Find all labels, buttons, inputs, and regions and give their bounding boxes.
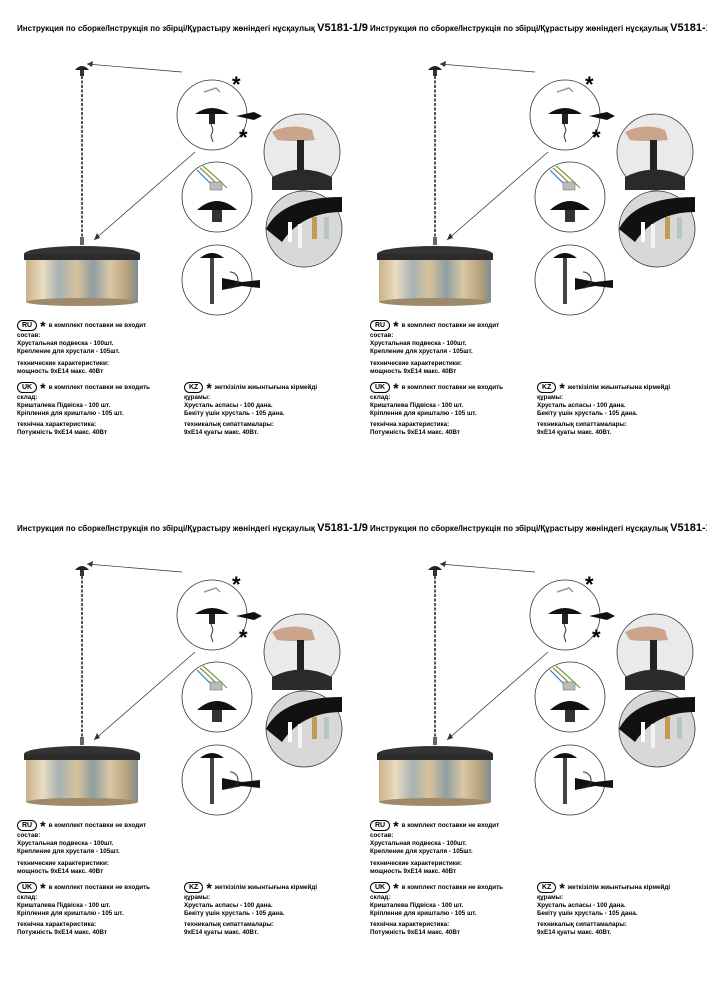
instruction-panel: Инструкция по сборке/Інструкція по збірц…: [12, 522, 368, 982]
instruction-panel: Инструкция по сборке/Інструкція по збірц…: [12, 22, 368, 482]
uk-badge: UK: [370, 382, 391, 393]
model-code: V5181-1/9: [670, 522, 707, 534]
ru-note: RU*в комплект поставки не входит: [17, 818, 146, 834]
kz-spec: құрамы:Хрусталь аспасы - 100 дана.Бекіту…: [184, 894, 285, 917]
uk-spec: склад:Кришталева Підвіска - 100 шт.Кріпл…: [17, 394, 124, 417]
ru-badge: RU: [370, 820, 391, 831]
model-code: V5181-1/9: [317, 522, 368, 534]
uk-tech: технічна характеристика:Потужність 9хЕ14…: [370, 421, 460, 436]
asterisk-icon: *: [40, 880, 46, 896]
ru-badge: RU: [17, 820, 38, 831]
uk-note: UK*в комплект поставки не входить: [17, 880, 150, 896]
kz-tech: техникалық сипаттамалары:9хЕ14 қуаты мак…: [537, 921, 627, 936]
kz-tech: техникалық сипаттамалары:9хЕ14 қуаты мак…: [184, 921, 274, 936]
kz-badge: KZ: [537, 882, 557, 893]
uk-tech: технічна характеристика:Потужність 9хЕ14…: [17, 921, 107, 936]
kz-badge: KZ: [537, 382, 557, 393]
kz-spec: құрамы:Хрусталь аспасы - 100 дана.Бекіту…: [537, 394, 638, 417]
kz-badge: KZ: [184, 382, 204, 393]
model-code: V5181-1/9: [670, 22, 707, 34]
uk-spec: склад:Кришталева Підвіска - 100 шт.Кріпл…: [17, 894, 124, 917]
panel-title: Инструкция по сборке/Інструкція по збірц…: [370, 22, 707, 34]
model-code: V5181-1/9: [317, 22, 368, 34]
uk-note: UK*в комплект поставки не входить: [370, 880, 503, 896]
kz-note: KZ*жеткізілім жиынтығына кірмейді: [537, 380, 670, 396]
ru-badge: RU: [370, 320, 391, 331]
ru-tech: технические характеристики:мощность 9хЕ1…: [370, 860, 462, 875]
ru-note: RU*в комплект поставки не входит: [370, 818, 499, 834]
uk-badge: UK: [17, 882, 38, 893]
uk-spec: склад:Кришталева Підвіска - 100 шт.Кріпл…: [370, 894, 477, 917]
ru-tech: технические характеристики:мощность 9хЕ1…: [370, 360, 462, 375]
kz-tech: техникалық сипаттамалары:9хЕ14 қуаты мак…: [184, 421, 274, 436]
asterisk-icon: *: [206, 880, 212, 896]
asterisk-icon: *: [393, 318, 399, 334]
ru-tech: технические характеристики:мощность 9хЕ1…: [17, 860, 109, 875]
assembly-illustration: [23, 60, 343, 316]
kz-note: KZ*жеткізілім жиынтығына кірмейді: [184, 880, 317, 896]
ru-tech: технические характеристики:мощность 9хЕ1…: [17, 360, 109, 375]
asterisk-icon: *: [40, 380, 46, 396]
ru-spec: состав:Хрустальная подвеска - 100шт.Креп…: [370, 332, 473, 355]
assembly-illustration: [376, 560, 696, 816]
asterisk-icon: *: [393, 880, 399, 896]
instruction-panel: Инструкция по сборке/Інструкція по збірц…: [365, 522, 707, 982]
asterisk-icon: *: [393, 380, 399, 396]
kz-badge: KZ: [184, 882, 204, 893]
asterisk-icon: *: [559, 880, 565, 896]
uk-note: UK*в комплект поставки не входить: [370, 380, 503, 396]
panel-title: Инструкция по сборке/Інструкція по збірц…: [17, 522, 368, 534]
uk-badge: UK: [370, 882, 391, 893]
panel-title: Инструкция по сборке/Інструкція по збірц…: [370, 522, 707, 534]
assembly-illustration: [376, 60, 696, 316]
ru-note: RU*в комплект поставки не входит: [17, 318, 146, 334]
ru-note: RU*в комплект поставки не входит: [370, 318, 499, 334]
uk-note: UK*в комплект поставки не входить: [17, 380, 150, 396]
ru-spec: состав:Хрустальная подвеска - 100шт.Креп…: [17, 832, 120, 855]
assembly-illustration: [23, 560, 343, 816]
kz-tech: техникалық сипаттамалары:9хЕ14 қуаты мак…: [537, 421, 627, 436]
asterisk-icon: *: [40, 818, 46, 834]
ru-spec: состав:Хрустальная подвеска - 100шт.Креп…: [370, 832, 473, 855]
kz-note: KZ*жеткізілім жиынтығына кірмейді: [184, 380, 317, 396]
uk-spec: склад:Кришталева Підвіска - 100 шт.Кріпл…: [370, 394, 477, 417]
kz-note: KZ*жеткізілім жиынтығына кірмейді: [537, 880, 670, 896]
uk-badge: UK: [17, 382, 38, 393]
asterisk-icon: *: [559, 380, 565, 396]
instruction-panel: Инструкция по сборке/Інструкція по збірц…: [365, 22, 707, 482]
ru-badge: RU: [17, 320, 38, 331]
panel-title: Инструкция по сборке/Інструкція по збірц…: [17, 22, 368, 34]
asterisk-icon: *: [40, 318, 46, 334]
uk-tech: технічна характеристика:Потужність 9хЕ14…: [370, 921, 460, 936]
kz-spec: құрамы:Хрусталь аспасы - 100 дана.Бекіту…: [537, 894, 638, 917]
ru-spec: состав:Хрустальная подвеска - 100шт.Креп…: [17, 332, 120, 355]
kz-spec: құрамы:Хрусталь аспасы - 100 дана.Бекіту…: [184, 394, 285, 417]
asterisk-icon: *: [206, 380, 212, 396]
uk-tech: технічна характеристика:Потужність 9хЕ14…: [17, 421, 107, 436]
asterisk-icon: *: [393, 818, 399, 834]
